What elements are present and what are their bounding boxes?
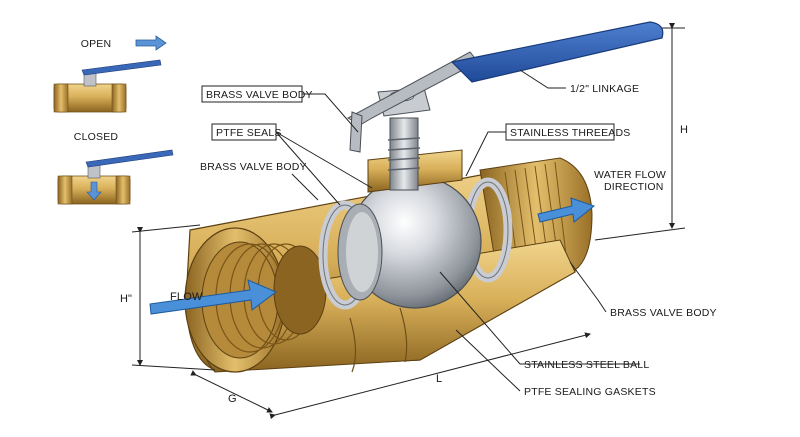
closed-flow-arrow-icon xyxy=(86,181,102,201)
callout-inlet-flow: FLOW xyxy=(170,291,203,303)
outlet-flow-arrow-icon xyxy=(537,197,596,223)
closed-handle-icon xyxy=(85,149,174,168)
callout-gaskets: PTFE SEALING GASKETS xyxy=(524,386,656,398)
callout-linkage: 1/2" LINKAGE xyxy=(570,83,639,95)
dim-h-inlet: H" xyxy=(120,293,132,305)
stem-threads xyxy=(387,137,421,171)
blue-handle-grip xyxy=(450,21,664,83)
inlet-flow-arrow-icon xyxy=(149,279,277,315)
open-handle-icon xyxy=(81,59,162,76)
callout-body-right: BRASS VALVE BODY xyxy=(610,307,717,319)
callout-flow-dir-line2: DIRECTION xyxy=(604,181,664,193)
callouts: BRASS VALVE BODY PTFE SEALS BRASS VALVE … xyxy=(170,69,717,398)
dimension-lines: H H" L G xyxy=(120,23,688,420)
open-flow-arrow-icon xyxy=(135,35,167,51)
callout-body-top: BRASS VALVE BODY xyxy=(206,89,313,101)
callout-body-left: BRASS VALVE BODY xyxy=(200,161,307,173)
dim-l: L xyxy=(436,373,442,385)
valve-stem xyxy=(389,117,419,191)
callout-ball: STAINLESS STEEL BALL xyxy=(524,359,649,371)
closed-label: CLOSED xyxy=(74,131,119,143)
callout-flow-dir-line1: WATER FLOW xyxy=(594,169,666,181)
callout-threads: STAINLESS THREEADS xyxy=(510,127,631,139)
callout-ptfe-seals: PTFE SEALS xyxy=(216,127,282,139)
main-valve xyxy=(149,21,664,373)
open-valve-thumbnail: OPEN xyxy=(53,35,167,113)
closed-valve-thumbnail: CLOSED xyxy=(57,131,174,205)
open-label: OPEN xyxy=(81,38,112,50)
dim-g: G xyxy=(228,393,237,405)
dim-h-total: H xyxy=(680,124,688,136)
